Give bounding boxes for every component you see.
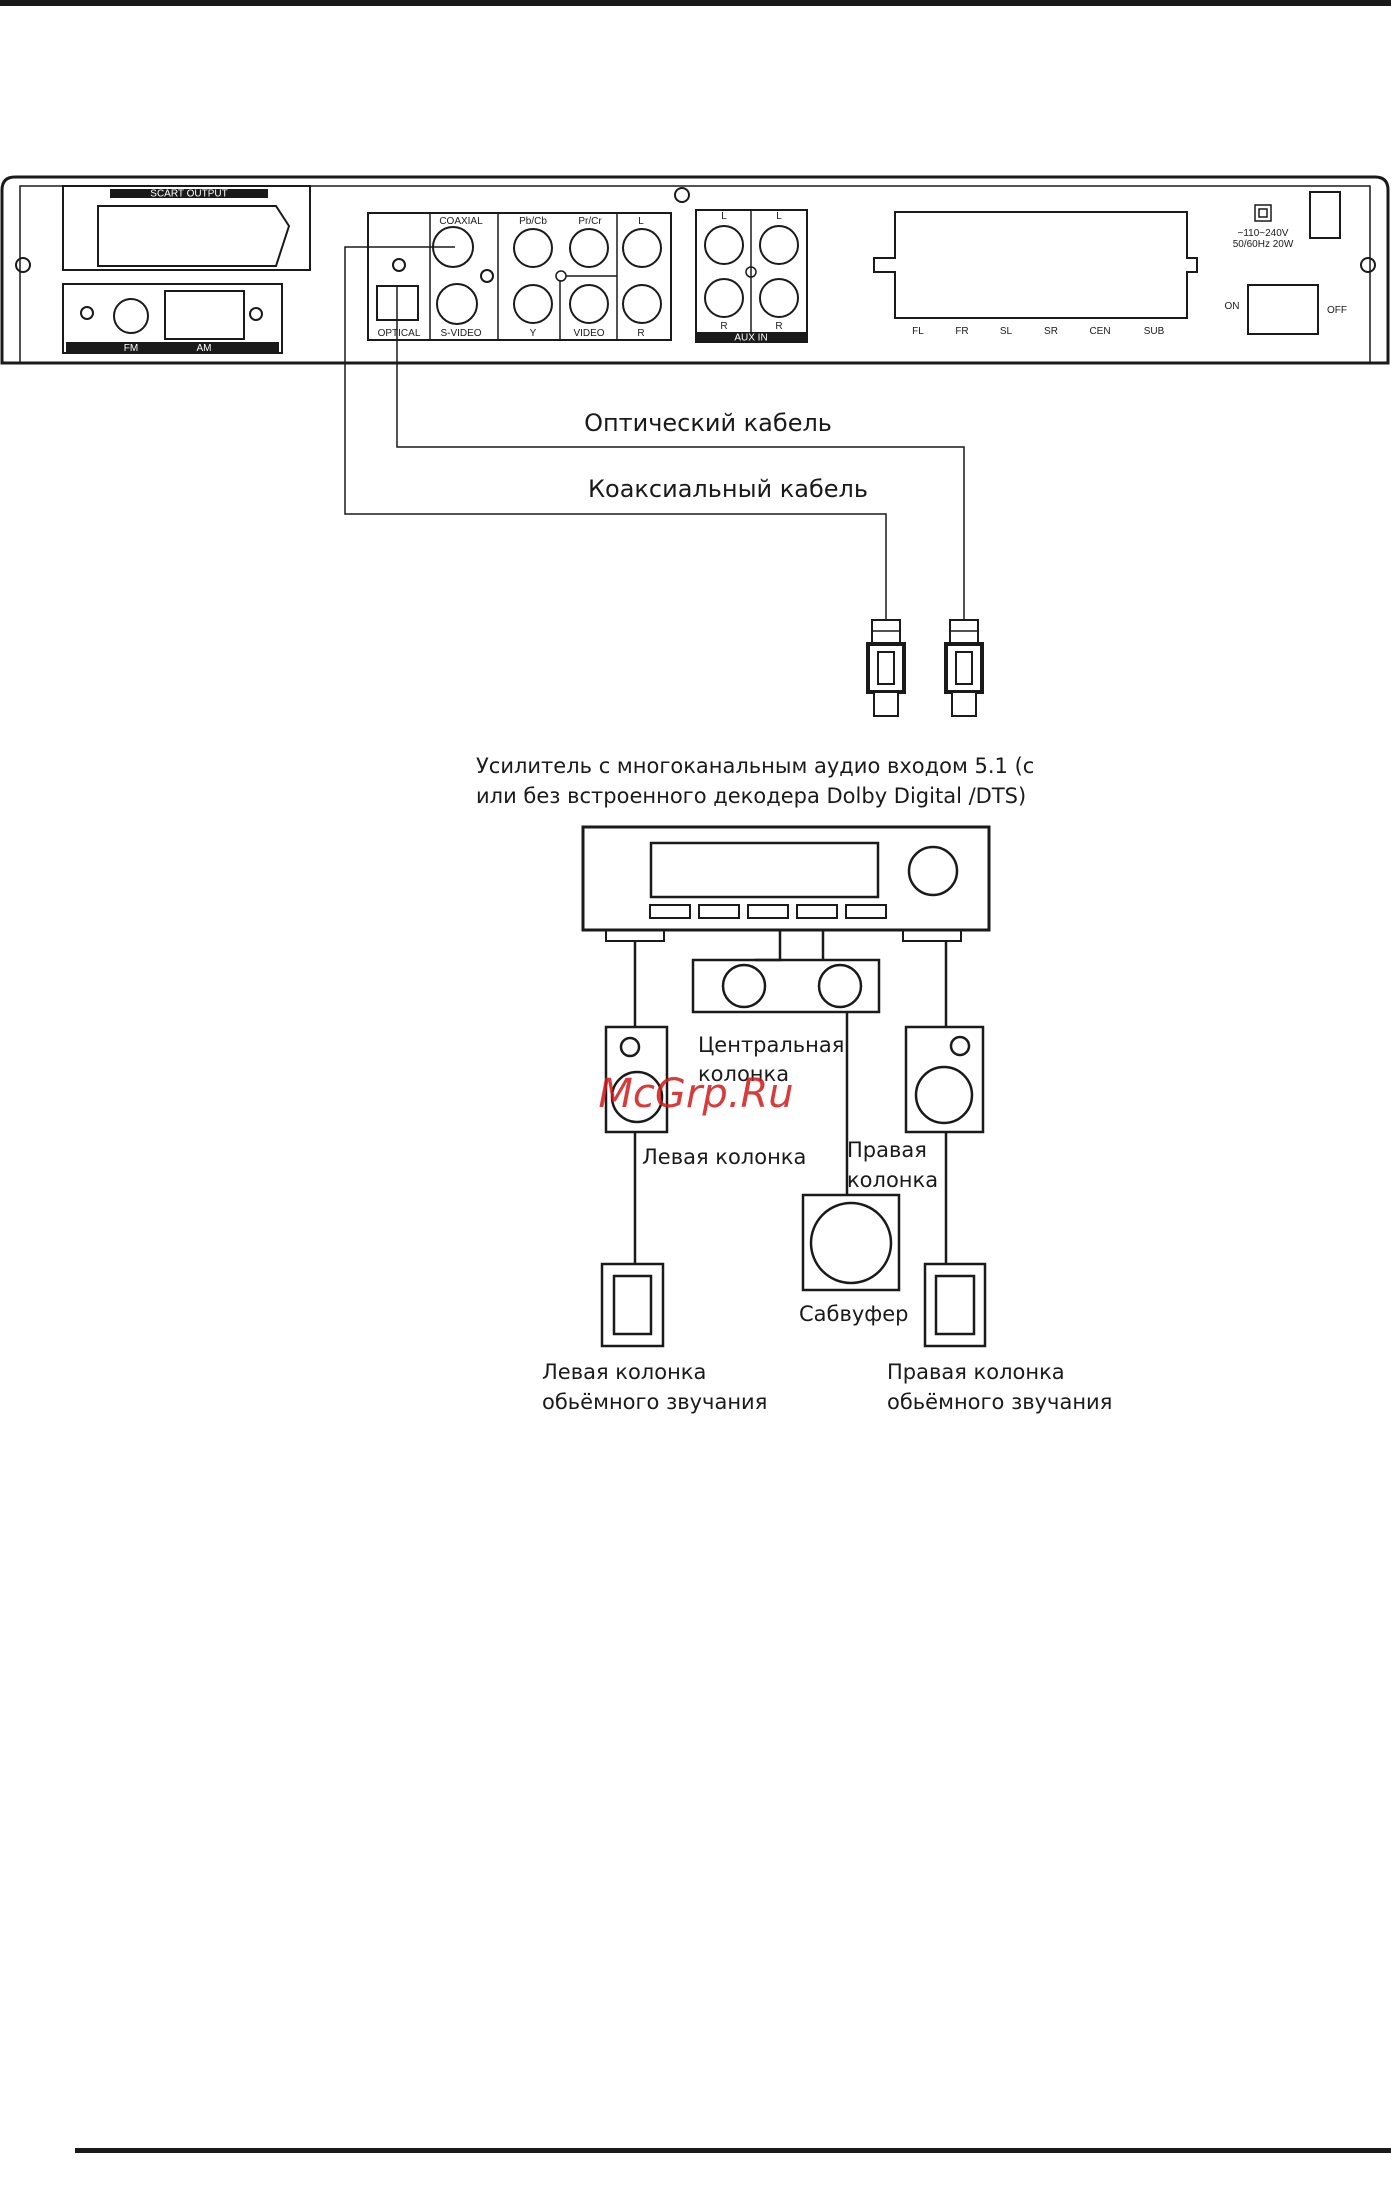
audio-l-jack [622,228,662,268]
coaxial-cable-line [344,246,887,620]
coaxial-label: COAXIAL [439,216,483,227]
aux-r2-jack [759,278,799,318]
on-label: ON [1225,301,1240,312]
aux-l1-label: L [721,211,727,222]
fm-jack [113,298,149,334]
power-rating-1: ~110~240V [1238,228,1289,239]
av-connector-block: COAXIAL S-VIDEO OPTICAL Pb/Cb Pr/Cr Y VI… [367,212,672,341]
scart-label: SCART OUTPUT [150,189,227,200]
power-block: ~110~240V 50/60Hz 20W ON OFF [1225,191,1347,335]
power-cord-socket [1309,191,1341,239]
y-jack [513,284,553,324]
power-switch[interactable] [1247,284,1319,335]
bottom-rule [75,2148,1391,2153]
class2-icon [1254,204,1272,222]
amplifier [581,825,991,942]
aux-l2-jack [759,225,799,265]
amplifier-caption-line2: или без встроенного декодера Dolby Digit… [476,784,1026,808]
right-surround-label-line2: обьёмного звучания [887,1390,1112,1414]
fm-label: FM [124,343,138,354]
svideo-label: S-VIDEO [440,328,481,339]
left-surround-label-line1: Левая колонка [542,1360,706,1384]
antenna-block: FM AM [62,283,283,354]
aux-in-block: AUX IN L L R R [695,209,808,344]
amplifier-button [796,904,838,919]
aux-l2-label: L [776,211,782,222]
right-speaker [904,1025,985,1134]
left-speaker [604,1025,669,1134]
left-surround-speaker [600,1262,665,1348]
aux-l1-jack [704,225,744,265]
mount-hole-right [1360,257,1376,273]
optical-screw [392,258,406,272]
right-speaker-label-line2: колонка [847,1168,938,1192]
center-speaker-label-line1: Центральная [698,1033,844,1057]
center-speaker [691,958,881,1014]
right-speaker-label-line1: Правая [847,1138,927,1162]
amplifier-button [698,904,740,919]
pbcb-jack [513,228,553,268]
amplifier-volume-knob [907,845,959,897]
scart-output: SCART OUTPUT [62,185,311,271]
right-surround-speaker [923,1262,987,1348]
video-jack [569,284,609,324]
subwoofer-label: Сабвуфер [799,1302,909,1326]
left-speaker-label: Левая колонка [642,1145,806,1169]
optical-label: OPTICAL [378,328,421,339]
video-screw [555,270,567,282]
video-label: VIDEO [573,328,604,339]
fm-screw [80,306,94,320]
watermark: McGrp.Ru [598,1071,793,1117]
aux-screw [745,266,757,278]
output-sub-label: SUB [1144,326,1165,337]
center-speaker-label-line2: колонка [698,1062,789,1086]
left-surround-label-line2: обьёмного звучания [542,1390,767,1414]
subwoofer [801,1193,901,1292]
off-label: OFF [1327,305,1347,316]
amplifier-caption-line1: Усилитель с многоканальным аудио входом … [476,754,1034,778]
amplifier-display [649,841,880,899]
audio-r-jack [622,284,662,324]
am-label: AM [197,343,212,354]
top-rule [0,0,1391,6]
am-screw [249,307,263,321]
cables: Оптический кабель Коаксиальный кабель [344,246,984,717]
aux-r1-jack [704,278,744,318]
optical-plug-icon [944,619,984,717]
mount-hole-top [674,187,690,203]
output-fr-label: FR [955,326,968,337]
y-label: Y [530,328,537,339]
aux-r1-label: R [720,321,727,332]
optical-cable-line [396,287,965,620]
output-sl-label: SL [1000,326,1013,337]
audio-r-label: R [637,328,644,339]
speaker-output-terminal: FL FR SL SR CEN SUB [873,211,1198,337]
svideo-jack [436,283,478,325]
prcr-jack [569,228,609,268]
power-rating-2: 50/60Hz 20W [1233,239,1294,250]
amplifier-foot-left [605,929,665,942]
amplifier-foot-right [902,929,962,942]
optical-cable-label: Оптический кабель [584,409,832,437]
coaxial-plug-icon [866,619,906,717]
amplifier-button [845,904,887,919]
amplifier-button [747,904,789,919]
mount-hole-left [15,257,31,273]
aux-in-label: AUX IN [734,333,767,344]
audio-l-label: L [638,216,644,227]
class2-icon-inner [1258,208,1268,218]
pbcb-label: Pb/Cb [519,216,547,227]
output-fl-label: FL [912,326,924,337]
aux-r2-label: R [775,321,782,332]
coaxial-cable-label: Коаксиальный кабель [588,475,868,503]
output-cen-label: CEN [1089,326,1110,337]
right-surround-label-line1: Правая колонка [887,1360,1065,1384]
amplifier-button [649,904,691,919]
rear-panel: SCART OUTPUT FM AM COAXIAL S-VIDEO [0,175,1390,365]
prcr-label: Pr/Cr [578,216,602,227]
am-terminal [164,290,245,340]
coaxial-screw [480,269,494,283]
output-sr-label: SR [1044,326,1058,337]
